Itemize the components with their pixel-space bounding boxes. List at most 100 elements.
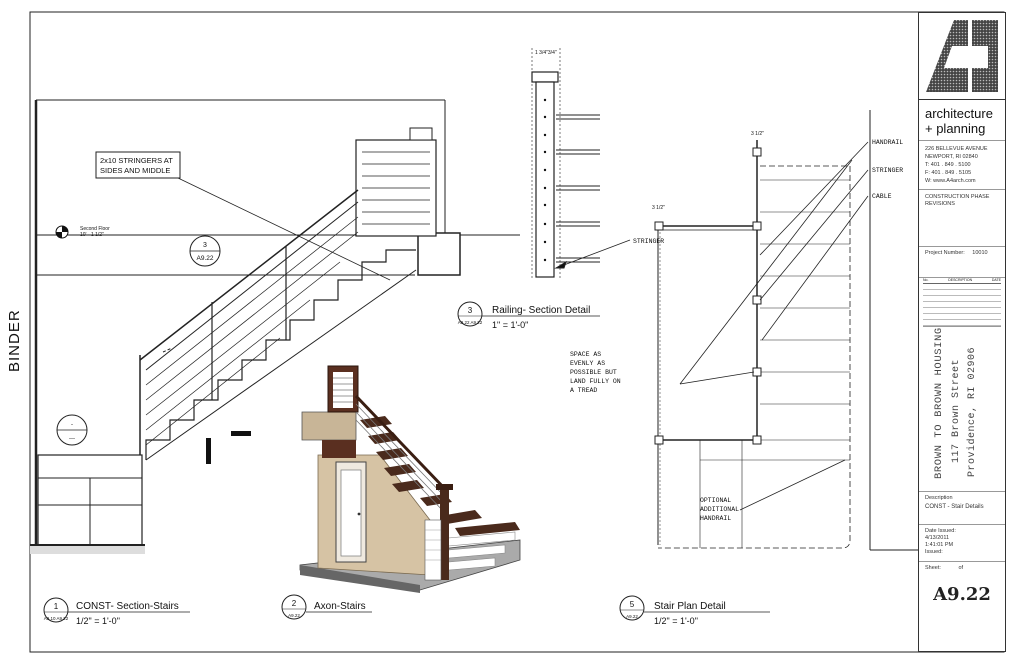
optional-note-line1: OPTIONAL xyxy=(700,497,731,504)
client-info: BROWN TO BROWN HOUSING 117 Brown Street … xyxy=(919,327,1005,492)
view-title-section xyxy=(43,597,190,623)
address-line: 226 BELLEVUE AVENUE xyxy=(925,146,988,152)
level-marker xyxy=(55,225,69,239)
space-note-line5: A TREAD xyxy=(570,387,597,394)
project-number-value: 10010 xyxy=(972,250,988,256)
optional-note: OPTIONAL ADDITIONAL HANDRAIL xyxy=(700,497,739,522)
level-ref-callout xyxy=(56,414,88,446)
client-street: 117 Brown Street xyxy=(951,358,962,463)
revision-table: No. DESCRIPTION DATE xyxy=(923,278,1001,327)
revision-row xyxy=(923,290,1001,296)
stringer-note-line2: SIDES AND MIDDLE xyxy=(100,166,170,175)
logo-mark-icon xyxy=(926,20,998,92)
revision-col-date: DATE xyxy=(991,278,1001,282)
phase-box: CONSTRUCTION PHASE REVISIONS xyxy=(919,190,1005,247)
title-block: architecture + planning 226 BELLEVUE AVE… xyxy=(918,12,1006,652)
view-scale-railing: 1" = 1'-0" xyxy=(492,320,528,330)
issued-label: Issued: xyxy=(925,549,943,555)
revision-row xyxy=(923,320,1001,326)
sheet-number: A9.22 xyxy=(933,584,991,605)
space-note-line3: POSSIBLE BUT xyxy=(570,369,617,376)
view-name-axon: Axon-Stairs xyxy=(314,601,366,612)
view-number-section: 1 xyxy=(54,602,59,611)
view-refs-railing: A9.22 A9.22 xyxy=(458,320,483,325)
fax-line: F: 401 . 849 . 5105 xyxy=(925,170,972,176)
description-box: Description CONST - Stair Details xyxy=(919,492,1005,525)
phase-line: REVISIONS xyxy=(925,201,955,207)
firm-name-line1: architecture xyxy=(925,106,993,121)
phone-line: T: 401 . 849 . 5100 xyxy=(925,162,971,168)
post-dim-top: 3 1/2" xyxy=(751,131,764,137)
revision-row xyxy=(923,314,1001,320)
stringer-note-line1: 2x10 STRINGERS AT xyxy=(100,156,173,165)
view-title-plan xyxy=(619,595,770,621)
revision-col-no: No. xyxy=(923,278,929,282)
view-refs-section: A9.10 A9.22 xyxy=(44,616,69,621)
revision-row xyxy=(923,296,1001,302)
railing-width-dim: 1 3/4"3/4" xyxy=(535,50,557,56)
stair-plan-view xyxy=(654,110,920,551)
cable-label: CABLE xyxy=(872,193,892,200)
space-note-line4: LAND FULLY ON xyxy=(570,378,621,385)
second-floor-label: Second Floor xyxy=(80,226,110,232)
second-floor-elevation: 10' - 1 1/2" xyxy=(80,232,104,238)
view-title-axon xyxy=(281,594,372,620)
description-value: CONST - Stair Details xyxy=(925,504,984,510)
firm-address: 226 BELLEVUE AVENUE NEWPORT, RI 02840 T:… xyxy=(919,141,1005,190)
sheet-row: Sheet: of xyxy=(919,562,1005,578)
web-line: W: www.A4arch.com xyxy=(925,178,976,184)
view-refs-plan: A9.22 xyxy=(626,614,638,619)
optional-note-line3: HANDRAIL xyxy=(700,515,731,522)
optional-note-line2: ADDITIONAL xyxy=(700,506,739,513)
phase-line: CONSTRUCTION PHASE xyxy=(925,194,990,200)
section-callout-sheet: A9.22 xyxy=(197,255,214,262)
section-stairs-view xyxy=(30,99,520,554)
stringer-left-label: STRINGER xyxy=(633,238,664,245)
firm-name: architecture + planning xyxy=(919,100,1005,141)
sheet-of: of xyxy=(958,565,964,571)
axon-stairs-view xyxy=(299,365,521,593)
project-number-row: Project Number: 10010 xyxy=(919,247,1005,278)
firm-name-line2: + planning xyxy=(925,121,986,136)
handrail-label: HANDRAIL xyxy=(872,139,903,146)
section-callout-number: 3 xyxy=(203,242,207,249)
project-number-label: Project Number: xyxy=(925,250,965,256)
level-ref-number: - xyxy=(71,422,73,428)
stringer-note-box xyxy=(95,151,181,179)
space-note: SPACE AS EVENLY AS POSSIBLE BUT LAND FUL… xyxy=(570,351,621,394)
client-name: BROWN TO BROWN HOUSING xyxy=(933,327,945,479)
address-line: NEWPORT, RI 02840 xyxy=(925,154,978,160)
view-number-axon: 2 xyxy=(292,599,297,608)
view-name-plan: Stair Plan Detail xyxy=(654,601,726,612)
date-value: 4/13/2011 xyxy=(925,535,950,541)
firm-logo xyxy=(919,13,1005,100)
space-note-line2: EVENLY AS xyxy=(570,360,605,367)
view-refs-axon: A9.22 xyxy=(288,613,300,618)
view-title-railing xyxy=(457,301,600,327)
view-number-railing: 3 xyxy=(468,306,473,315)
revision-header: No. DESCRIPTION DATE xyxy=(923,278,1001,284)
revision-row xyxy=(923,284,1001,290)
revision-row xyxy=(923,302,1001,308)
binder-label: BINDER xyxy=(6,309,23,372)
client-city: Providence, RI 02906 xyxy=(967,346,978,477)
space-note-line1: SPACE AS xyxy=(570,351,601,358)
date-label: Date Issued: xyxy=(925,528,956,534)
sheet-label: Sheet: xyxy=(925,565,941,571)
view-scale-section: 1/2" = 1'-0" xyxy=(76,616,120,626)
description-label: Description xyxy=(925,495,953,501)
view-name-railing: Railing- Section Detail xyxy=(492,305,590,316)
post-dim-left: 3 1/2" xyxy=(652,205,665,211)
revision-row xyxy=(923,308,1001,314)
date-box: Date Issued: 4/13/2011 1:41:01 PM Issued… xyxy=(919,525,1005,562)
railing-section-view xyxy=(531,48,631,280)
revision-col-desc: DESCRIPTION xyxy=(948,278,973,282)
section-callout xyxy=(189,235,221,267)
view-number-plan: 5 xyxy=(630,600,635,609)
view-scale-plan: 1/2" = 1'-0" xyxy=(654,616,698,626)
level-ref-sheet: --- xyxy=(69,436,75,442)
time-value: 1:41:01 PM xyxy=(925,542,954,548)
view-name-section: CONST- Section-Stairs xyxy=(76,601,179,612)
